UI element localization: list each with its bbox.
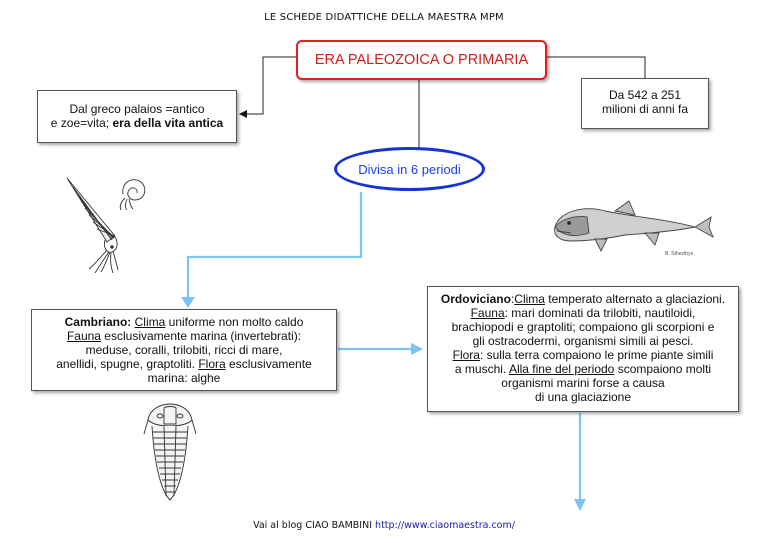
dates-line1: Da 542 a 251: [608, 88, 682, 102]
ordoviciano-line4: gli ostracodermi, organismi simili ai pe…: [472, 334, 694, 348]
fish-illustration: B. Sthezthys: [554, 200, 714, 257]
cambriano-name: Cambriano:: [64, 315, 132, 329]
cambriano-fauna-label: Fauna: [66, 329, 101, 343]
footer-text: Vai al blog CIAO BAMBINI: [253, 520, 376, 531]
ordoviciano-clima-text: temperato alternato a glaciazioni.: [544, 292, 726, 306]
ordoviciano-line6-text: a muschi.: [454, 362, 509, 376]
ordoviciano-sep: :: [510, 292, 515, 306]
cambriano-flora-label: Flora: [198, 357, 226, 371]
cambriano-fauna-text: esclusivamente marina (invertebrati):: [100, 329, 302, 343]
ordoviciano-line5: Flora: sulla terra compaiono le prime pi…: [431, 348, 735, 362]
era-title-box: ERA PALEOZOICA O PRIMARIA: [296, 40, 547, 80]
era-title: ERA PALEOZOICA O PRIMARIA: [314, 52, 529, 68]
ordoviciano-fauna-label: Fauna: [470, 306, 505, 320]
cambriano-line5: marina: alghe: [147, 371, 221, 385]
etymology-line2-text: e zoe=vita;: [50, 116, 113, 130]
trilobite-illustration: [143, 403, 197, 501]
ordoviciano-box: Ordoviciano:Clima temperato alternato a …: [427, 286, 739, 412]
page-header: LE SCHEDE DIDATTICHE DELLA MAESTRA MPM: [264, 12, 504, 23]
page-footer: Vai al blog CIAO BAMBINI http://www.ciao…: [0, 520, 768, 531]
cambriano-line3: meduse, coralli, trilobiti, ricci di mar…: [85, 343, 283, 357]
nautiloid-illustration: [66, 177, 146, 274]
divisions-label: Divisa in 6 periodi: [358, 161, 461, 177]
cambriano-line4-text: anellidi, spugne, graptoliti.: [56, 357, 199, 371]
cambriano-flora-text: esclusivamente: [225, 357, 312, 371]
cambriano-line2: Fauna esclusivamente marina (invertebrat…: [35, 329, 333, 343]
fish-caption: B. Sthezthys: [665, 251, 694, 257]
ordoviciano-line8: di una glaciazione: [534, 390, 632, 404]
cambriano-line1: Cambriano: Clima uniforme non molto cald…: [35, 315, 333, 329]
divisions-ellipse: Divisa in 6 periodi: [334, 147, 485, 191]
ordoviciano-end-text: scompaiono molti: [614, 362, 712, 376]
dates-line2: milioni di anni fa: [601, 102, 689, 116]
divisions-to-cambriano-arrow: [186, 192, 363, 298]
cambriano-clima-label: Clima: [134, 315, 166, 329]
ordoviciano-name: Ordoviciano: [440, 292, 511, 306]
dates-box: Da 542 a 251 milioni di anni fa: [581, 78, 709, 129]
ordoviciano-fauna-text: : mari dominati da trilobiti, nautiloidi…: [504, 306, 696, 320]
ordoviciano-flora-label: Flora: [452, 348, 480, 362]
etymology-line1: Dal greco palaios =antico: [69, 102, 205, 116]
title-to-dates-line: [543, 56, 646, 78]
cambriano-clima-text: uniforme non molto caldo: [165, 315, 304, 329]
ordoviciano-end-label: Alla fine del periodo: [508, 362, 615, 376]
ordoviciano-flora-text: : sulla terra compaiono le prime piante …: [479, 348, 714, 362]
footer-link[interactable]: http://www.ciaomaestra.com/: [375, 520, 515, 531]
ordoviciano-line7: organismi marini forse a causa: [501, 376, 665, 390]
ordoviciano-line2: Fauna: mari dominati da trilobiti, nauti…: [431, 306, 735, 320]
ordoviciano-clima-label: Clima: [514, 292, 545, 306]
etymology-box: Dal greco palaios =antico e zoe=vita; er…: [37, 90, 237, 143]
etymology-bold: era della vita antica: [112, 116, 224, 130]
ordoviciano-line1: Ordoviciano:Clima temperato alternato a …: [431, 292, 735, 306]
cambriano-box: Cambriano: Clima uniforme non molto cald…: [31, 309, 337, 391]
title-to-etymology-line: [239, 56, 296, 118]
ordoviciano-line6: a muschi. Alla fine del periodo scompaio…: [431, 362, 735, 376]
etymology-line2: e zoe=vita; era della vita antica: [42, 116, 232, 130]
ordoviciano-line3: brachiopodi e graptoliti; compaiono gli …: [451, 320, 715, 334]
cambriano-line4: anellidi, spugne, graptoliti. Flora escl…: [35, 357, 333, 371]
